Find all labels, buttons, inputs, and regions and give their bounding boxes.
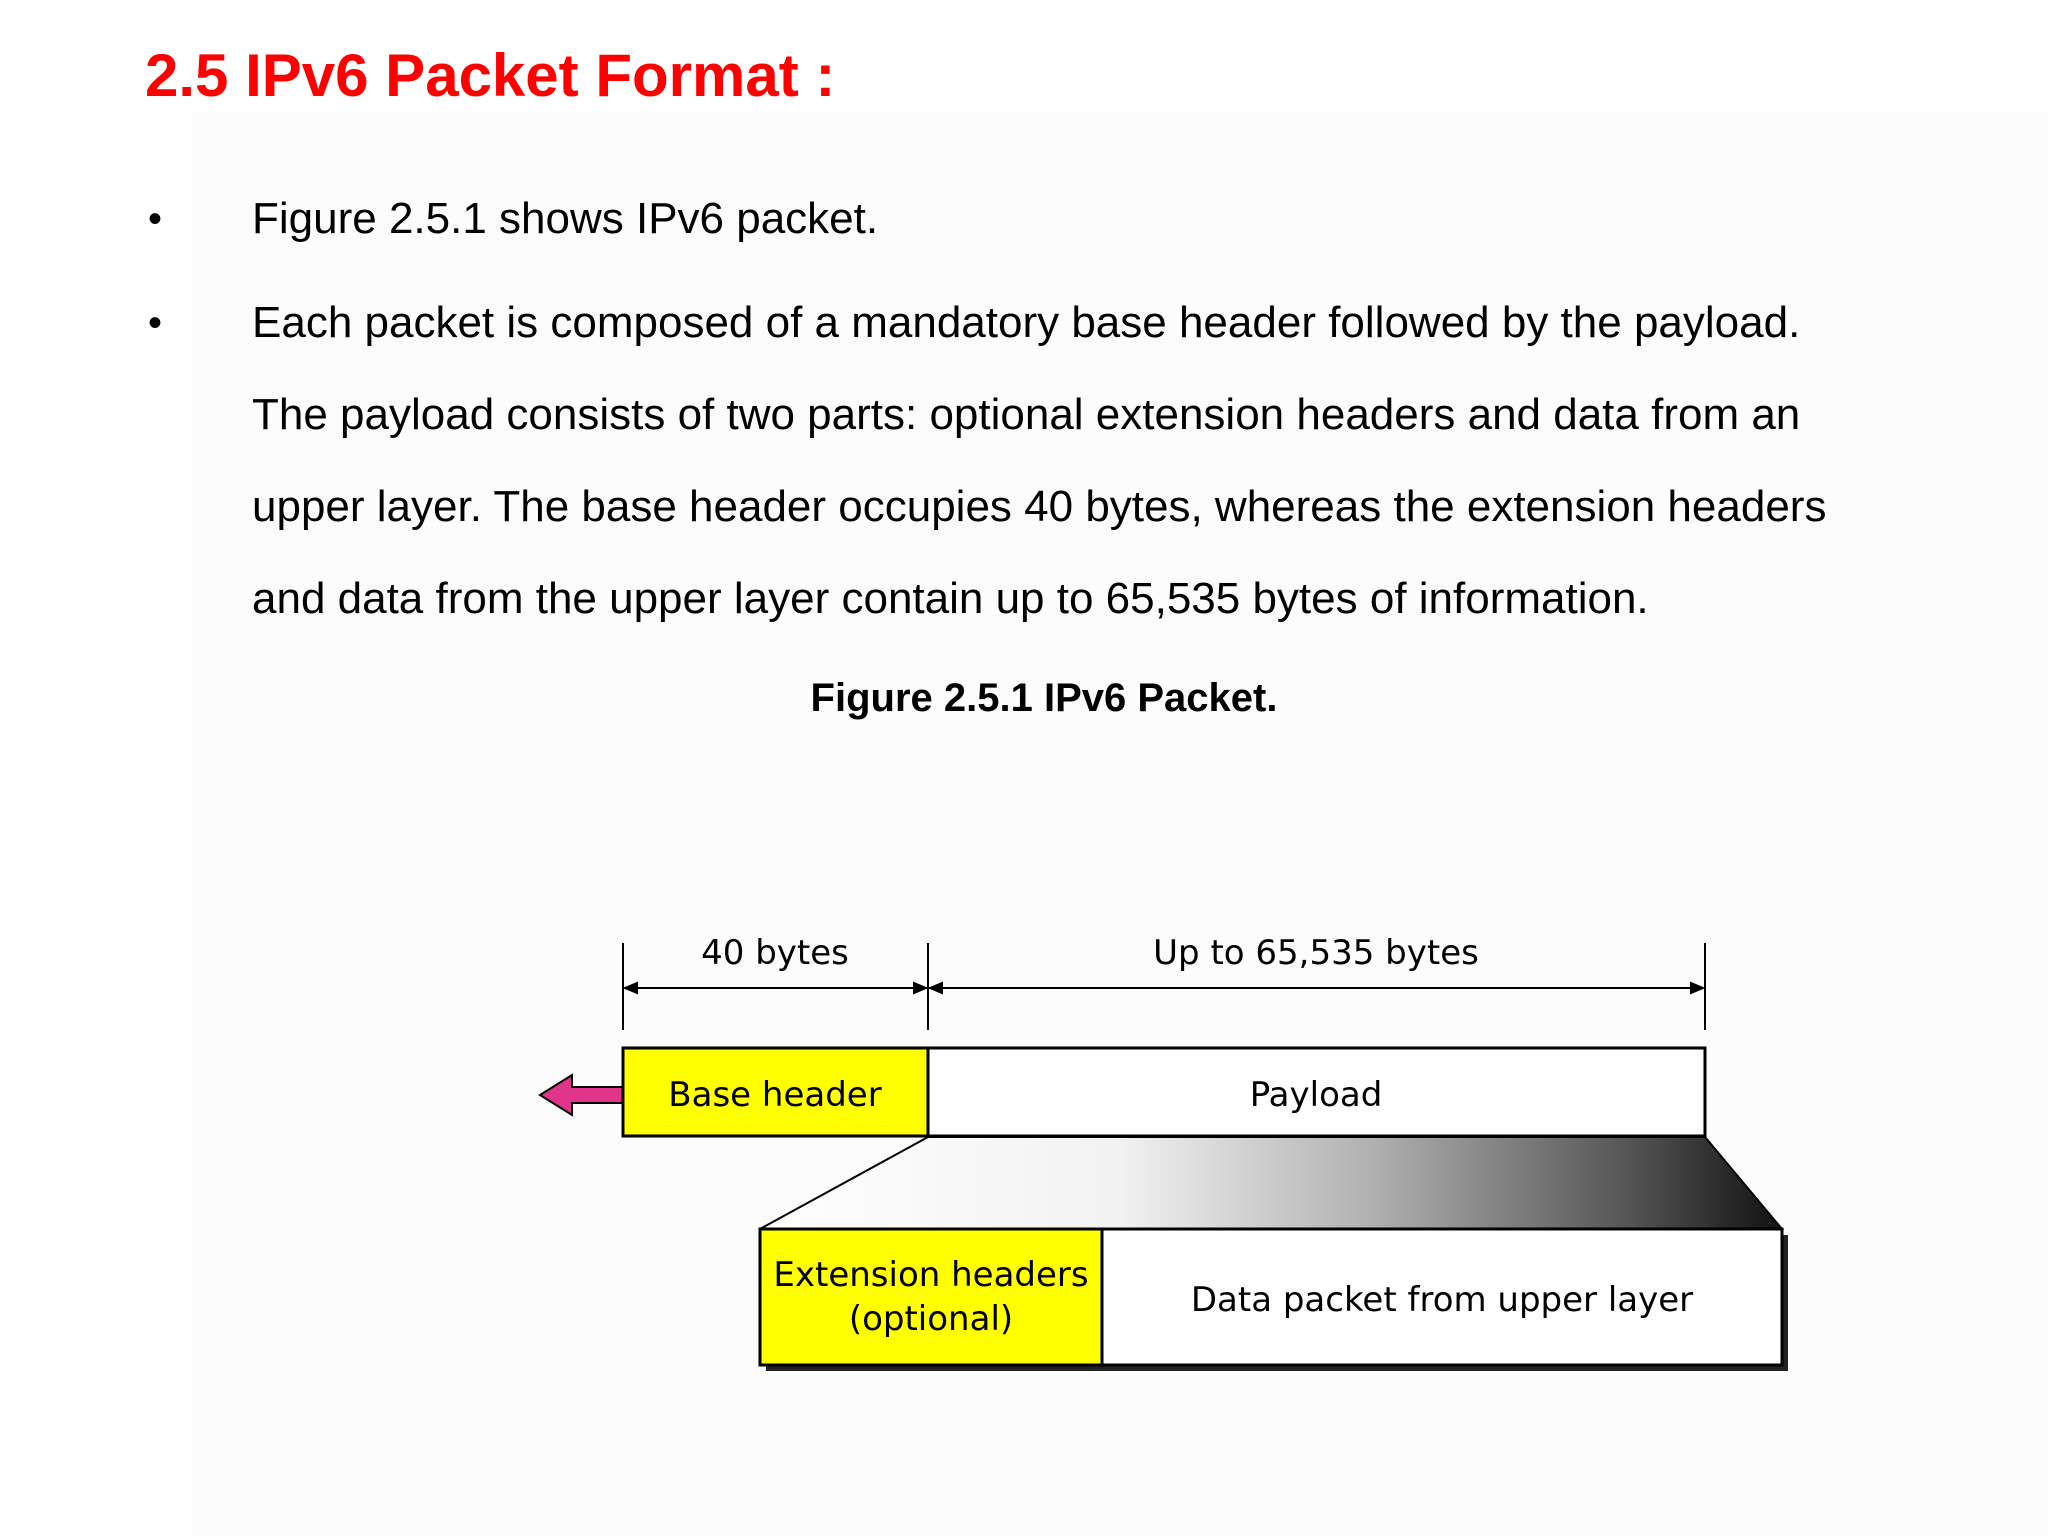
- payload-box: [926, 1046, 1707, 1138]
- arrowhead-icon: [622, 981, 638, 995]
- bullet-text-figure-reference: Figure 2.5.1 shows IPv6 packet.: [252, 173, 1932, 265]
- extension-headers-box: [758, 1227, 1104, 1367]
- extension-headers-label: Extension headers: [773, 1255, 1088, 1295]
- bullet-line: Figure 2.5.1 shows IPv6 packet.: [252, 194, 879, 243]
- bullet-text-packet-description: Each packet is composed of a mandatory b…: [252, 277, 1932, 645]
- extension-headers-optional-label: (optional): [849, 1299, 1013, 1339]
- base-header-box: [621, 1046, 930, 1138]
- data-packet-box: [1100, 1227, 1784, 1367]
- payload-label: Payload: [1250, 1075, 1383, 1115]
- bullet-marker: •: [148, 197, 163, 241]
- dimension-label-base: 40 bytes: [701, 933, 849, 973]
- bullet-line: Each packet is composed of a mandatory b…: [252, 298, 1801, 347]
- bullet-line: upper layer. The base header occupies 40…: [252, 482, 1827, 531]
- arrowhead-icon: [913, 981, 929, 995]
- data-packet-label: Data packet from upper layer: [1191, 1280, 1693, 1320]
- dimension-label-payload: Up to 65,535 bytes: [1153, 933, 1479, 973]
- left-arrow-icon: [538, 1073, 624, 1117]
- dimension-markers: [622, 943, 1706, 1030]
- section-heading: 2.5 IPv6 Packet Format :: [145, 42, 836, 109]
- payload-expansion-fan: [759, 1136, 1785, 1230]
- bullet-line: The payload consists of two parts: optio…: [252, 390, 1801, 439]
- bullet-line: and data from the upper layer contain up…: [252, 574, 1649, 623]
- base-header-label: Base header: [668, 1075, 881, 1115]
- arrowhead-icon: [1690, 981, 1706, 995]
- bullet-marker: •: [148, 301, 163, 345]
- figure-caption: Figure 2.5.1 IPv6 Packet.: [810, 676, 1278, 720]
- arrowhead-icon: [927, 981, 943, 995]
